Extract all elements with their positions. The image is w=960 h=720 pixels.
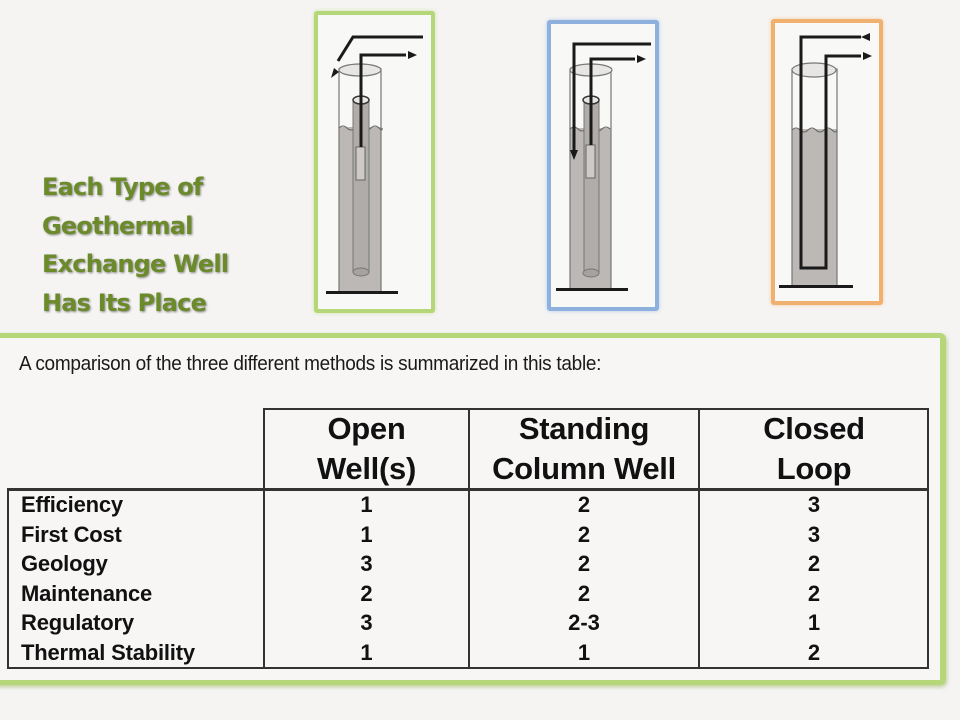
column-header-open-wells: Open Well(s) bbox=[265, 410, 468, 488]
row-label: First Cost bbox=[21, 521, 122, 547]
column-header-line: Column Well bbox=[492, 451, 676, 486]
table-cell: 1 bbox=[360, 492, 373, 517]
table-cell: 1 bbox=[577, 640, 591, 665]
table-row: Maintenance 2 2 2 bbox=[9, 579, 927, 609]
table-cell: 1 bbox=[360, 640, 373, 665]
closed-loop-illustration-icon bbox=[779, 33, 872, 288]
standing-column-well-diagram bbox=[547, 20, 659, 311]
column-header-closed-loop: Closed Loop bbox=[700, 410, 928, 488]
column-divider bbox=[468, 408, 470, 669]
table-row: First Cost 1 2 3 bbox=[9, 520, 927, 550]
open-well-illustration-icon bbox=[326, 35, 423, 294]
column-header-line: Standing bbox=[518, 411, 650, 446]
table-cell: 2-3 bbox=[568, 610, 600, 636]
column-header-line: Open bbox=[327, 411, 406, 446]
table-cell: 2 bbox=[807, 551, 821, 577]
table-cell: 2 bbox=[577, 551, 591, 577]
table-cell: 2 bbox=[360, 580, 373, 606]
column-header-standing-column-well: Standing Column Well bbox=[470, 410, 698, 488]
column-header-line: Loop bbox=[776, 451, 852, 486]
table-cell: 2 bbox=[807, 640, 821, 665]
row-label: Maintenance bbox=[21, 580, 153, 606]
headline-line: Each Type of bbox=[42, 173, 203, 201]
standing-column-well-illustration-icon bbox=[556, 42, 651, 291]
row-label: Efficiency bbox=[21, 492, 123, 517]
table-cell: 1 bbox=[360, 521, 373, 547]
headline-line: Exchange Well bbox=[42, 250, 229, 278]
open-well-diagram bbox=[314, 11, 435, 313]
column-divider bbox=[263, 408, 265, 669]
row-label: Thermal Stability bbox=[21, 640, 195, 665]
headline-line: Has Its Place bbox=[42, 288, 207, 317]
intro-text: A comparison of the three different meth… bbox=[19, 353, 602, 375]
closed-loop-diagram bbox=[771, 19, 883, 305]
table-row: Thermal Stability 1 1 2 bbox=[9, 638, 927, 668]
table-cell: 1 bbox=[807, 610, 821, 636]
table-row: Regulatory 3 2-3 1 bbox=[9, 608, 927, 638]
table-cell: 3 bbox=[807, 492, 821, 517]
slide-headline: Each Type of Geothermal Exchange Well Ha… bbox=[42, 168, 282, 322]
table-cell: 2 bbox=[577, 521, 591, 547]
table-row: Efficiency 1 2 3 bbox=[9, 490, 927, 520]
row-label: Regulatory bbox=[21, 610, 134, 636]
column-header-line: Well(s) bbox=[317, 451, 416, 486]
row-label: Geology bbox=[21, 551, 108, 577]
table-cell: 3 bbox=[360, 551, 373, 577]
table-cell: 3 bbox=[807, 521, 821, 547]
column-divider bbox=[698, 408, 700, 669]
table-cell: 2 bbox=[577, 580, 591, 606]
table-cell: 2 bbox=[807, 580, 821, 606]
comparison-panel bbox=[0, 333, 946, 685]
table-cell: 3 bbox=[360, 610, 373, 636]
column-header-line: Closed bbox=[763, 411, 865, 446]
table-cell: 2 bbox=[577, 492, 591, 517]
headline-line: Geothermal bbox=[42, 211, 193, 240]
table-row: Geology 3 2 2 bbox=[9, 549, 927, 579]
